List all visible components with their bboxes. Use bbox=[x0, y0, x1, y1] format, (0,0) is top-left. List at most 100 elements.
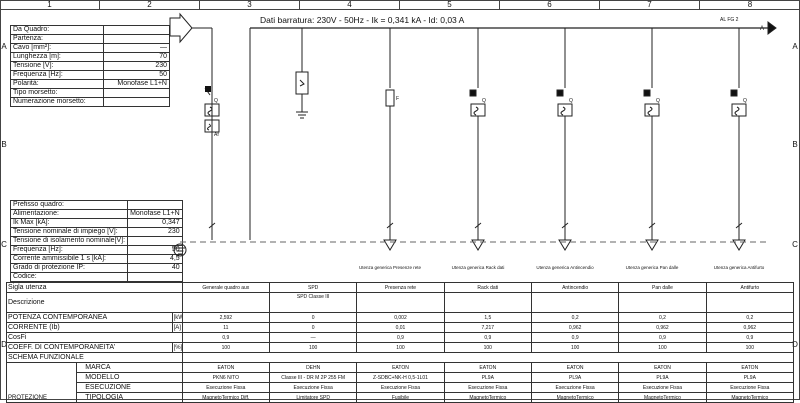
tag-q: Q bbox=[743, 98, 747, 104]
cell: 100 bbox=[181, 342, 270, 353]
row-letter: D bbox=[792, 340, 798, 349]
cell: SPD Classe III bbox=[268, 292, 358, 313]
incoming-feeder-panel: Da Quadro: Partenza: Cavo [mm²]:— Lunghe… bbox=[9, 25, 170, 107]
tag-af: Af bbox=[214, 132, 219, 138]
field-label: Numerazione morsetto: bbox=[9, 97, 105, 107]
table-row: COEFF. DI CONTEMPORANEITA' [%] 100 100 1… bbox=[6, 342, 795, 353]
cell bbox=[705, 292, 795, 313]
cell: 1,5 bbox=[443, 312, 532, 323]
cell bbox=[618, 292, 707, 313]
cell: PL9A bbox=[530, 372, 620, 383]
column-number: 8 bbox=[700, 0, 800, 10]
cell: — bbox=[268, 332, 358, 343]
cell: 0,2 bbox=[618, 312, 707, 323]
table-row: MODELLO PKN6 N/TO Classe III - DR M 2P 2… bbox=[7, 372, 795, 383]
switchboard-data-panel: Prefisso quadro: Alimentazione:Monofase … bbox=[9, 200, 183, 282]
column-number: 6 bbox=[500, 0, 600, 10]
cell: PKN6 N/TO bbox=[181, 372, 270, 383]
cell: 0,2 bbox=[530, 312, 620, 323]
circuit-data-table: Sigla utenza Generale quadro aux SPD Pre… bbox=[5, 282, 795, 403]
cell: MagnetoTermico bbox=[705, 392, 795, 403]
cell: 100 bbox=[530, 342, 620, 353]
column-number: 1 bbox=[0, 0, 100, 10]
cell bbox=[443, 292, 532, 313]
table-row: Sigla utenza Generale quadro aux SPD Pre… bbox=[6, 282, 795, 293]
load-label: Utenza generica Antifurto bbox=[713, 265, 765, 270]
cell: Esecuzione Fissa bbox=[618, 382, 707, 393]
cell: 2,592 bbox=[181, 312, 270, 323]
cell: MagnetoTermico Diff. bbox=[181, 392, 270, 403]
table-row: PROTEZIONE MARCA EATON DEHN EATON EATON … bbox=[5, 362, 795, 403]
row-letter: D bbox=[1, 340, 7, 349]
cell bbox=[181, 292, 270, 313]
row-label: CosFi bbox=[6, 332, 183, 343]
cell: Esecuzione Fissa bbox=[181, 382, 270, 393]
link-label: AL FG 2 bbox=[720, 17, 739, 23]
row-letter: B bbox=[1, 140, 7, 149]
breaker-pan-dalle bbox=[643, 28, 660, 251]
cell: MagnetoTermico bbox=[530, 392, 620, 403]
cell: PL9A bbox=[618, 372, 707, 383]
spd-symbol bbox=[295, 28, 309, 119]
load-breakers bbox=[469, 28, 747, 251]
cell: Fusibile bbox=[356, 392, 445, 403]
cell: Esecuzione Fissa bbox=[705, 382, 795, 393]
cell: 0,9 bbox=[356, 332, 445, 343]
cell: EATON bbox=[181, 362, 270, 373]
cell: EATON bbox=[618, 362, 707, 373]
load-label: Utenza generica Antincendio bbox=[536, 265, 594, 270]
row-unit: [kW] bbox=[171, 312, 183, 323]
cell: SPD bbox=[268, 282, 358, 293]
column-number: 4 bbox=[300, 0, 400, 10]
link-letter: A bbox=[760, 26, 765, 32]
row-label: TIPOLOGIA bbox=[76, 392, 183, 403]
row-letter: C bbox=[792, 240, 798, 249]
table-row: CosFi 0,9 — 0,9 0,9 0,9 0,9 0,9 bbox=[6, 332, 795, 343]
cell: DEHN bbox=[268, 362, 358, 373]
tag-q: Q bbox=[214, 98, 218, 104]
main-breaker-handle bbox=[205, 86, 211, 92]
row-label: Sigla utenza bbox=[6, 282, 183, 293]
cell: 100 bbox=[443, 342, 532, 353]
tag-q: Q bbox=[569, 98, 573, 104]
cell: MagnetoTermico bbox=[443, 392, 532, 403]
table-row: ESECUZIONE Esecuzione Fissa Esecuzione F… bbox=[7, 382, 795, 393]
cell: Esecuzione Fissa bbox=[268, 382, 358, 393]
cell: Esecuzione Fissa bbox=[356, 382, 445, 393]
cell: Generale quadro aux bbox=[181, 282, 270, 293]
panel-row: Numerazione morsetto: bbox=[9, 97, 170, 107]
outgoing-arrow bbox=[767, 21, 777, 35]
cell: MagnetoTermico bbox=[618, 392, 707, 403]
cell: Classe III - DR M 2P 255 FM bbox=[268, 372, 358, 383]
row-label: CORRENTE (Ib) bbox=[6, 322, 173, 333]
cell: 0,9 bbox=[618, 332, 707, 343]
cell bbox=[530, 292, 620, 313]
breaker-antifurto bbox=[730, 28, 747, 251]
incoming-arrow bbox=[169, 12, 193, 44]
earth-icon bbox=[173, 243, 187, 257]
tag-f: F bbox=[396, 96, 400, 102]
cell: Antincendio bbox=[530, 282, 620, 293]
cell: 0,2 bbox=[705, 312, 795, 323]
row-label: MARCA bbox=[76, 362, 183, 373]
cell: EATON bbox=[705, 362, 795, 373]
cell: Rack dati bbox=[443, 282, 532, 293]
fuse-symbol bbox=[383, 28, 397, 251]
cell: 100 bbox=[705, 342, 795, 353]
row-label: MODELLO bbox=[76, 372, 183, 383]
cell: Esecuzione Fissa bbox=[443, 382, 532, 393]
row-label: POTENZA CONTEMPORANEA bbox=[6, 312, 173, 323]
cell: Antifurto bbox=[705, 282, 795, 293]
column-number: 3 bbox=[200, 0, 300, 10]
row-unit: [%] bbox=[171, 342, 183, 353]
main-breaker-symbol bbox=[204, 87, 220, 230]
cell bbox=[181, 352, 795, 363]
cell: 0 bbox=[268, 322, 358, 333]
cell: 0,9 bbox=[181, 332, 270, 343]
row-letter: A bbox=[1, 42, 7, 51]
load-label: Utenza generica Rack dati bbox=[451, 265, 505, 270]
cell: 100 bbox=[618, 342, 707, 353]
cell: 100 bbox=[356, 342, 445, 353]
row-label: ESECUZIONE bbox=[76, 382, 183, 393]
